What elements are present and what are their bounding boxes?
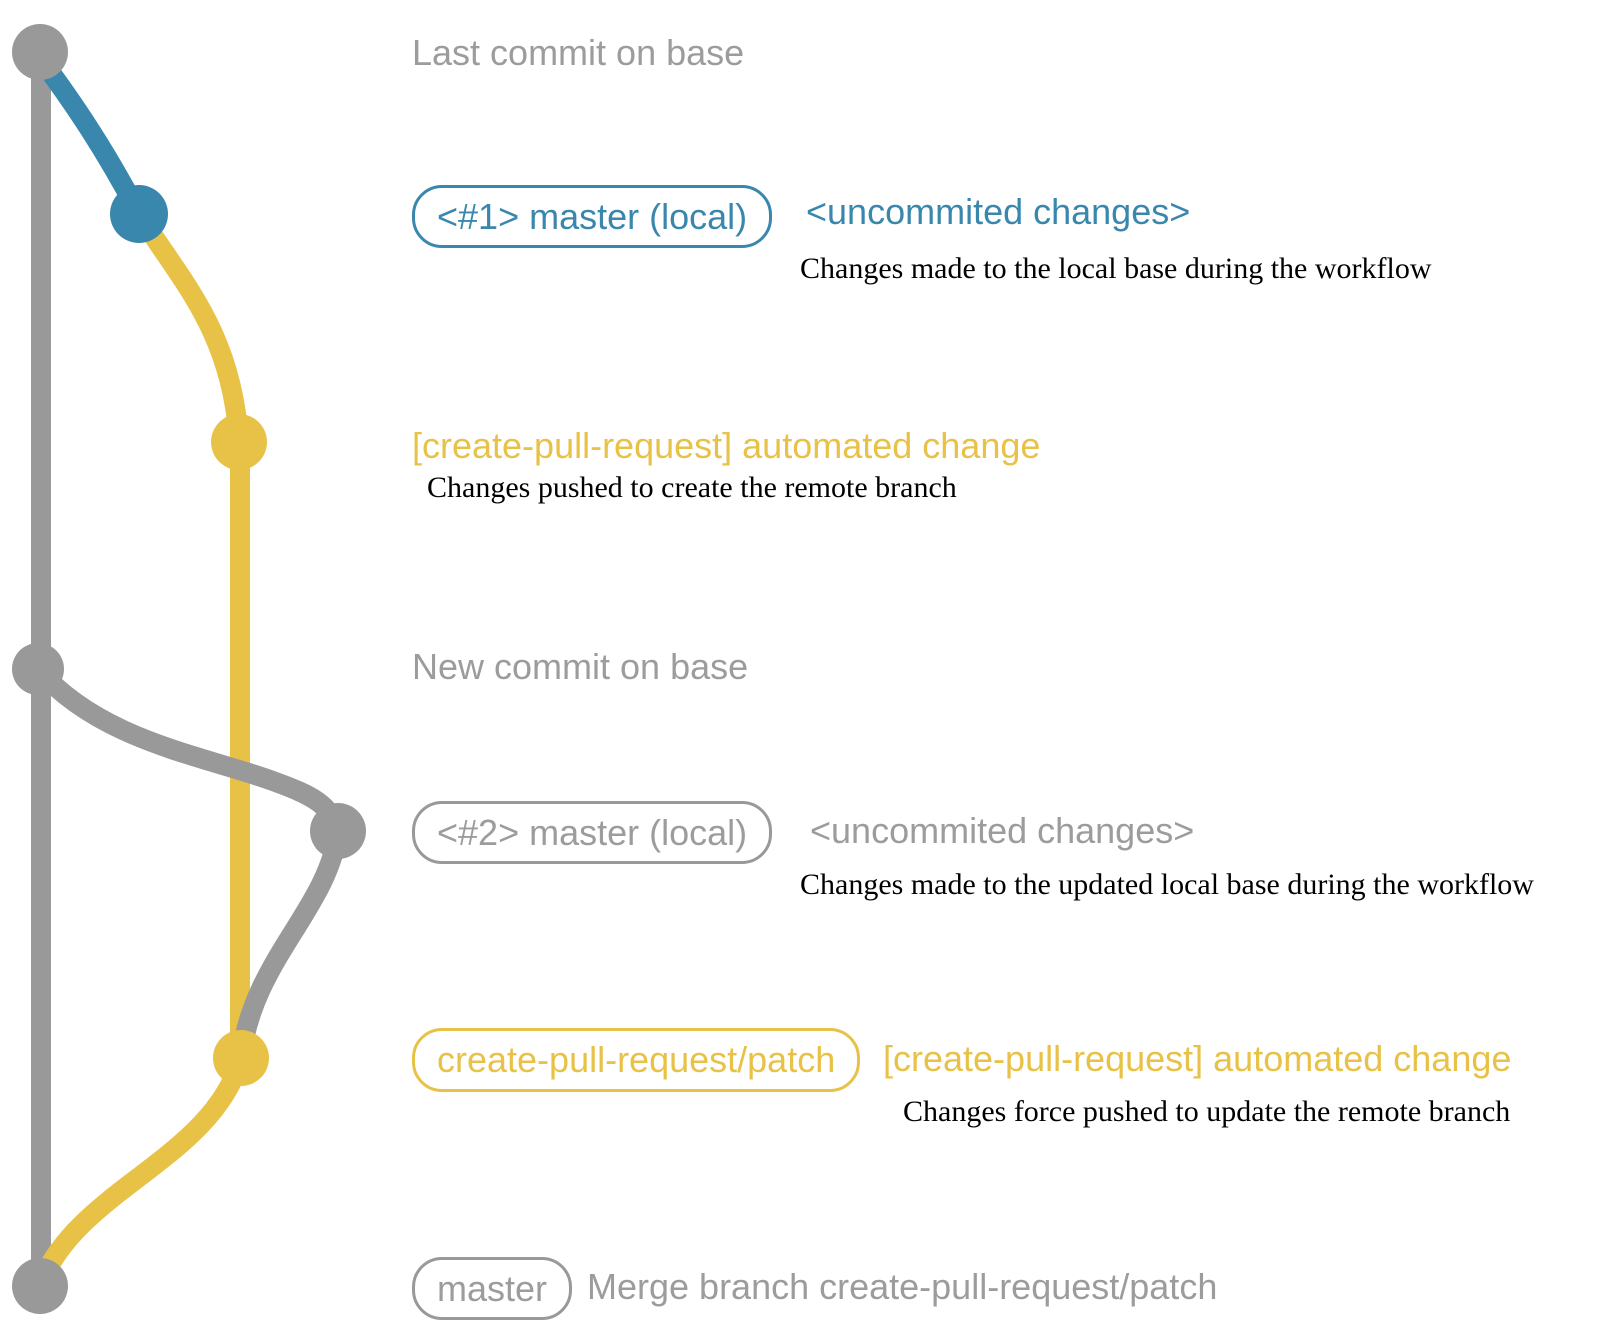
commit-dot-new-base xyxy=(12,643,64,695)
badge-master-local-1: <#1> master (local) xyxy=(412,185,773,248)
edge-commit2-to-patch2 xyxy=(231,829,348,1060)
edge-commit1-to-patch1 xyxy=(130,208,249,443)
commit-dot-last-base xyxy=(12,24,68,80)
edge-patch2-to-merge xyxy=(30,1054,251,1290)
edge-newbase-to-commit2 xyxy=(30,662,348,835)
desc-local-base-changes-1: Changes made to the local base during th… xyxy=(800,252,1432,285)
note-merge-branch: Merge branch create-pull-request/patch xyxy=(587,1266,1218,1307)
label-last-commit-on-base: Last commit on base xyxy=(412,32,745,73)
note-automated-change-1: [create-pull-request] automated change xyxy=(412,425,1041,466)
note-uncommited-changes-2: <uncommited changes> xyxy=(810,810,1195,851)
note-uncommited-changes-1: <uncommited changes> xyxy=(806,191,1191,232)
commit-dot-merge xyxy=(12,1258,68,1314)
badge-master: master xyxy=(412,1257,573,1320)
desc-push-create-remote-branch: Changes pushed to create the remote bran… xyxy=(427,471,957,504)
commit-dot-2-local xyxy=(310,803,366,859)
desc-local-base-changes-2: Changes made to the updated local base d… xyxy=(800,868,1534,901)
badge-create-pull-request-patch: create-pull-request/patch xyxy=(412,1028,861,1092)
commit-graph xyxy=(12,24,366,1314)
note-automated-change-2: [create-pull-request] automated change xyxy=(883,1038,1512,1079)
badge-master-local-2: <#2> master (local) xyxy=(412,801,773,864)
commit-dot-patch-1 xyxy=(211,414,267,470)
commit-dot-1-local xyxy=(110,185,168,243)
desc-force-push-remote-branch: Changes force pushed to update the remot… xyxy=(903,1095,1511,1128)
commit-dot-patch-2 xyxy=(213,1030,269,1086)
label-new-commit-on-base: New commit on base xyxy=(412,646,749,687)
